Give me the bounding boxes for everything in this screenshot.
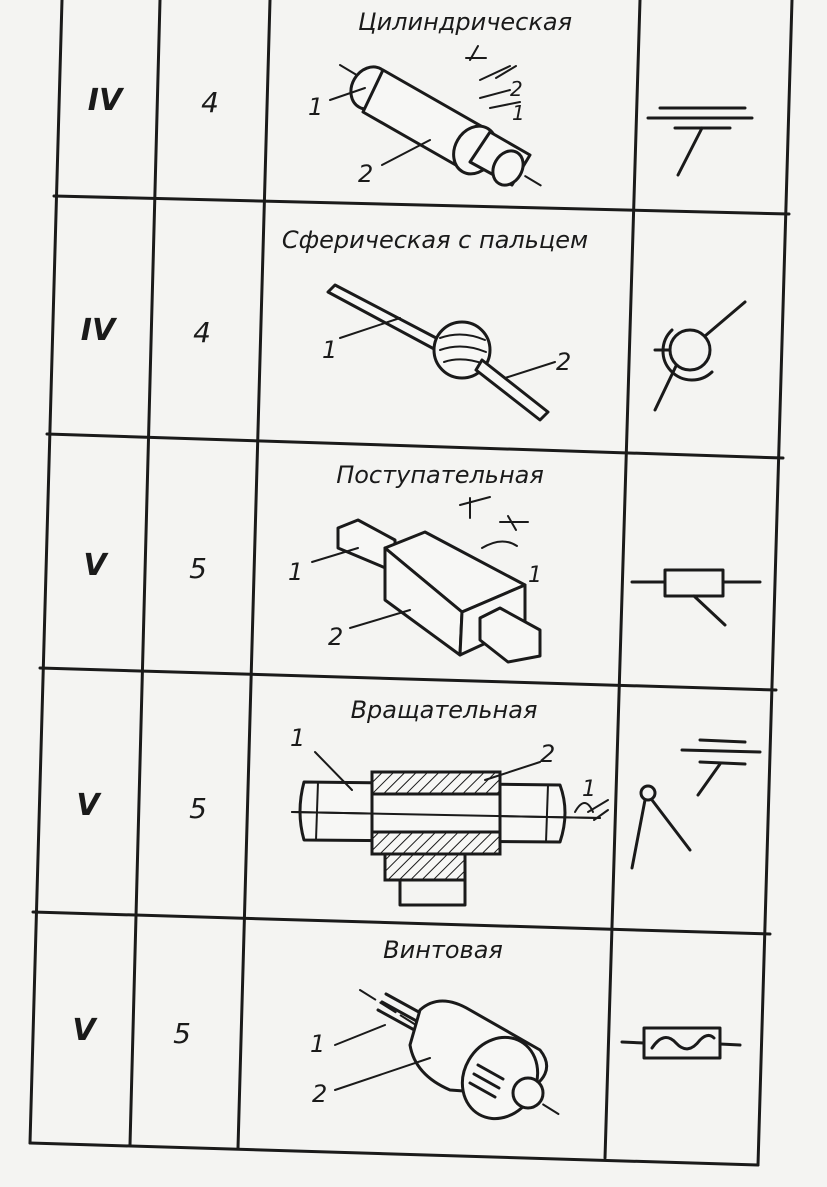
callout-label: 2 [328,623,343,651]
cylindrical-pair-drawing: 2 1 1 2 [308,45,546,189]
prismatic-symbol [630,568,762,627]
spherical-pair-drawing: 1 2 [322,283,571,422]
pair-title: Сферическая с пальцем [282,226,588,254]
callout-label: 1 [310,1030,325,1058]
motion-label: 1 [528,563,542,588]
motion-label: 1 [582,777,596,802]
cylindrical-symbol [646,106,754,177]
row-screw: V 5 Винтовая 1 2 [72,936,742,1121]
callout-label: 2 [312,1080,327,1108]
callout-label: 1 [288,558,303,586]
prismatic-pair-drawing: 1 1 2 [288,496,542,664]
row-revolute: V 5 Вращательная 1 1 2 [76,696,762,907]
callout-label: 2 [358,160,373,188]
spherical-symbol [653,300,747,412]
pair-title: Цилиндрическая [358,8,572,36]
row-prismatic: V 5 Поступательная 1 1 2 [83,461,762,664]
count-cell: 4 [201,86,219,119]
callout-label: 1 [290,724,305,752]
class-cell: V [72,1013,98,1048]
row-cylindrical: IV 4 Цилиндрическая 2 1 1 2 [88,8,754,189]
row-spherical-with-pin: IV 4 Сферическая с пальцем 1 2 [81,226,747,422]
count-cell: 4 [193,316,211,349]
count-cell: 5 [189,792,207,825]
count-cell: 5 [189,552,207,585]
callout-label: 1 [308,93,323,121]
motion-label: 2 [510,77,523,101]
class-cell: V [83,548,109,583]
class-cell: IV [88,83,125,118]
revolute-symbol [630,738,762,870]
callout-label: 1 [322,336,337,364]
table-grid [28,0,794,1167]
screw-symbol [620,1026,742,1060]
callout-label: 2 [540,740,555,768]
count-cell: 5 [173,1017,191,1050]
screw-pair-drawing: 1 2 [310,989,561,1121]
pair-title: Винтовая [383,936,503,964]
motion-label: 1 [512,101,525,125]
class-cell: IV [81,313,118,348]
pair-title: Поступательная [336,461,544,489]
callout-label: 2 [556,348,571,376]
pair-title: Вращательная [351,696,538,724]
revolute-pair-drawing: 1 1 2 [290,724,609,907]
class-cell: V [76,788,102,823]
